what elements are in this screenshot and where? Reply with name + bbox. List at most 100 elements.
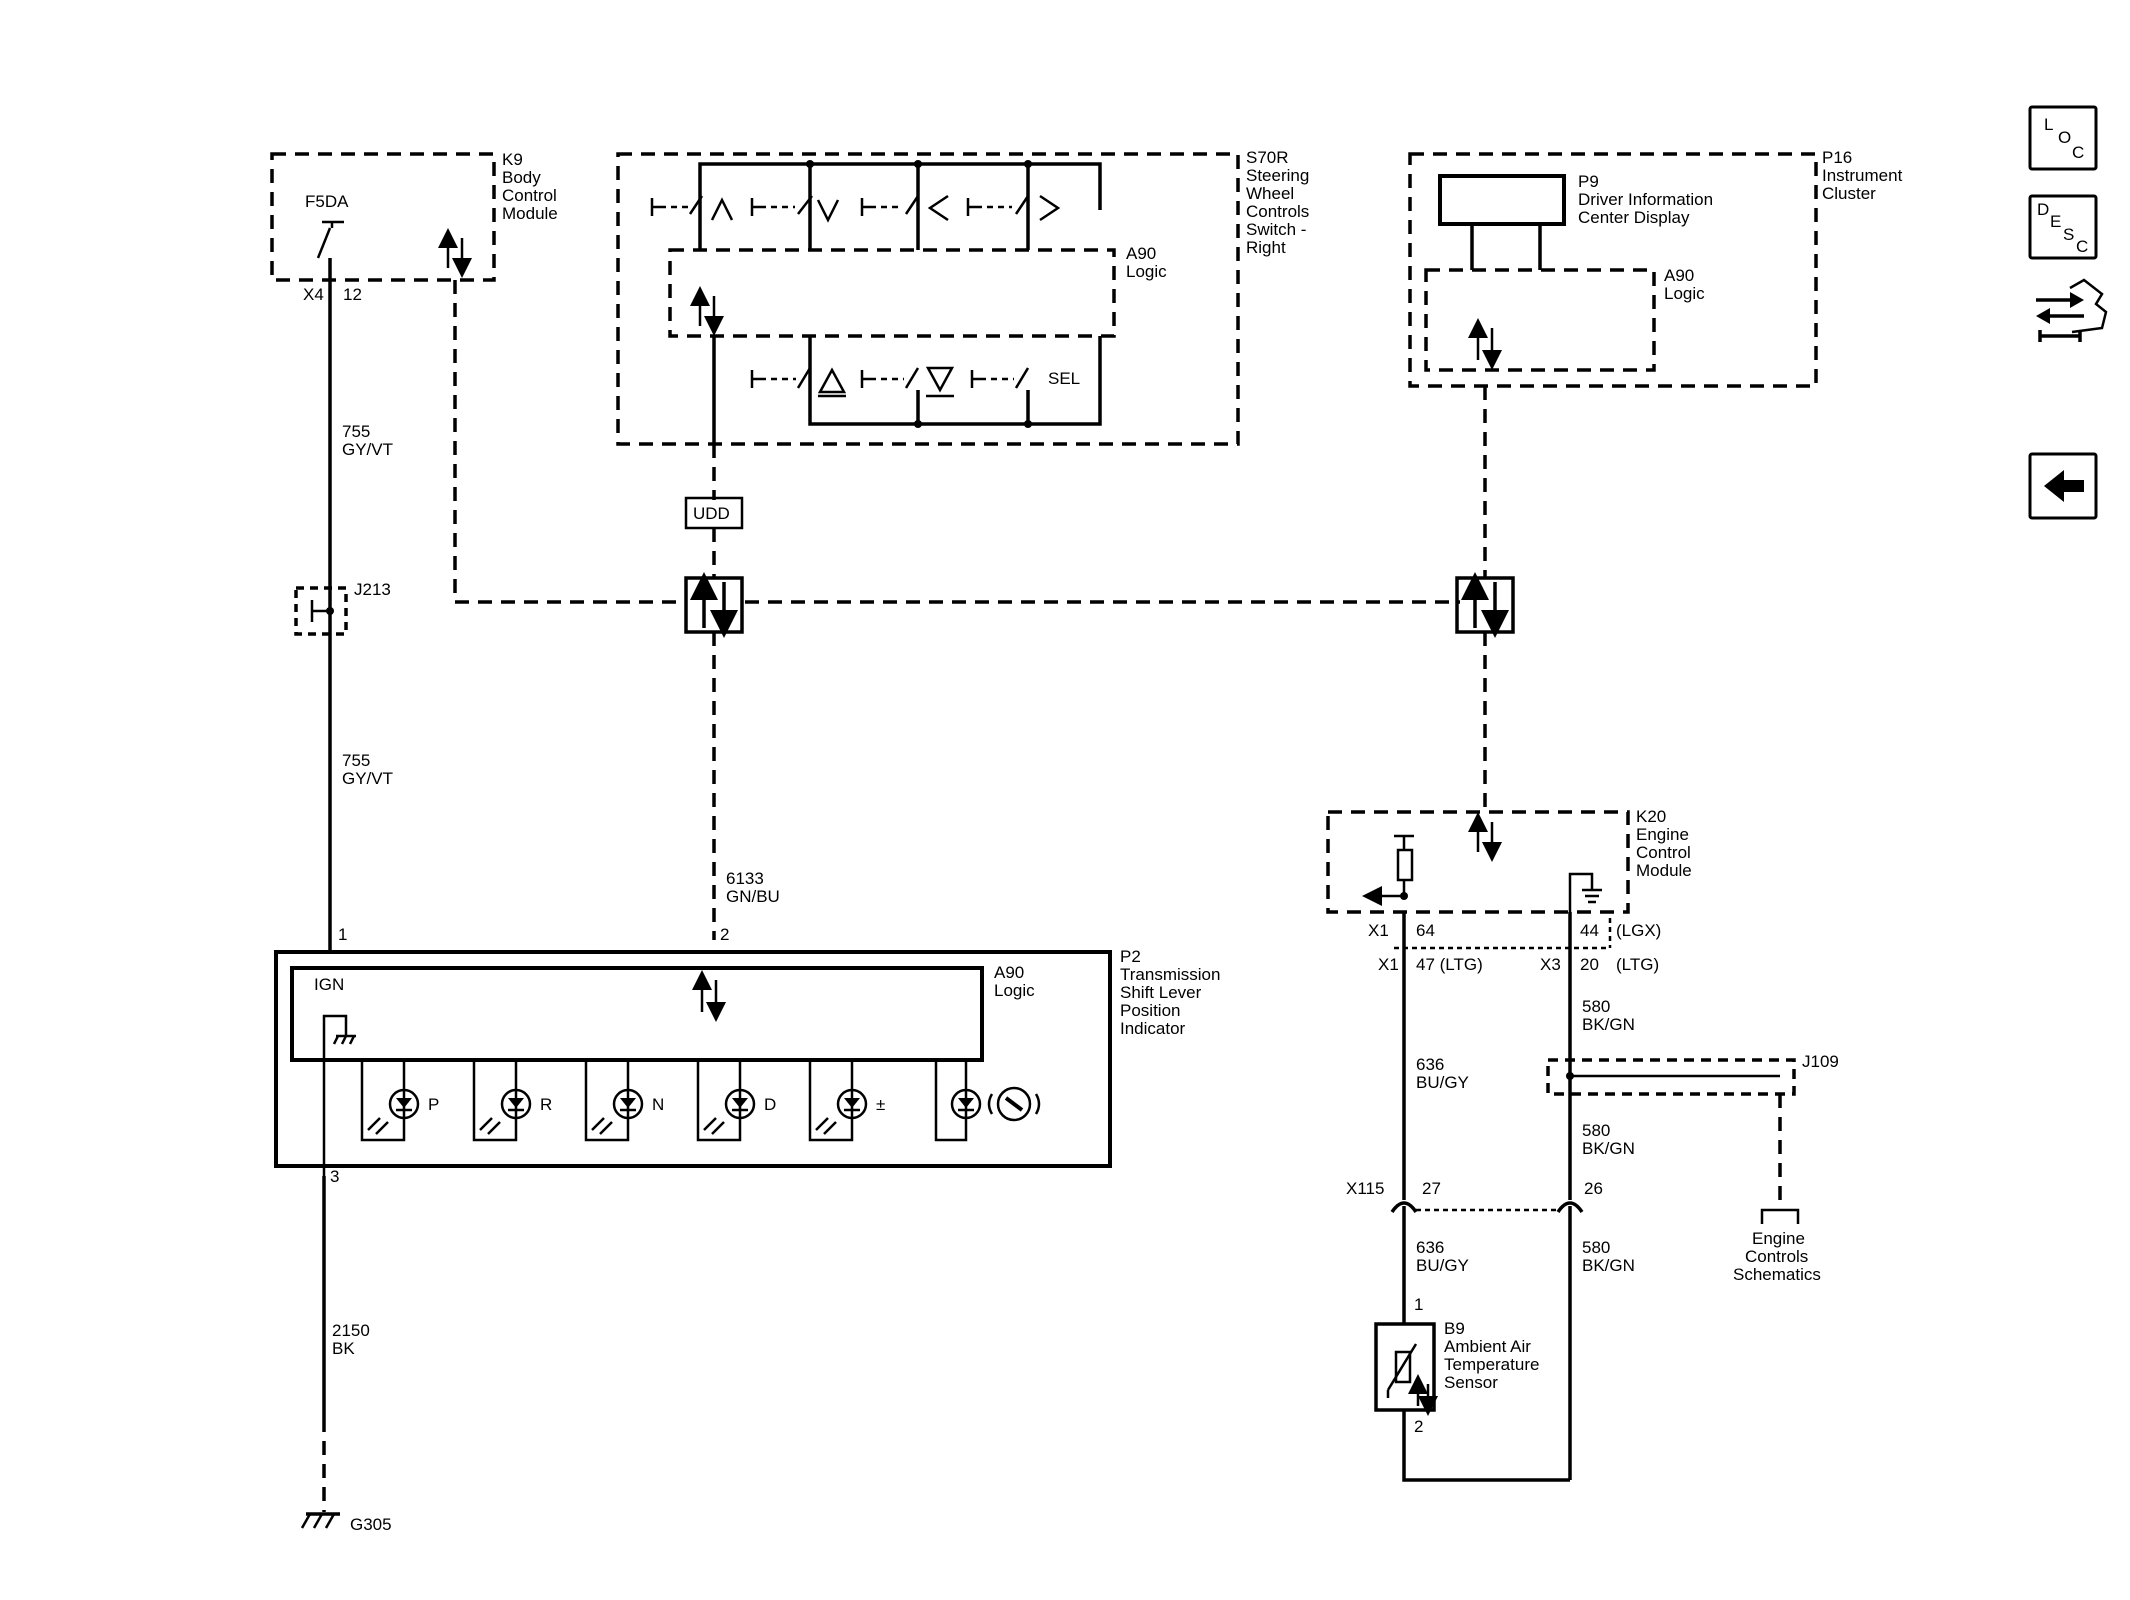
svg-text:2: 2	[1414, 1417, 1423, 1436]
led-label: R	[540, 1095, 552, 1114]
svg-text:BK: BK	[332, 1339, 355, 1358]
led-indicator-1: P	[360, 1060, 439, 1142]
serial-data-icon	[1468, 318, 1502, 370]
svg-text:44: 44	[1580, 921, 1599, 940]
serial-data-icon	[1468, 812, 1502, 862]
k20-engine-control-module: K20 Engine Control Module	[1326, 807, 1692, 914]
svg-text:S: S	[2063, 225, 2074, 244]
svg-text:Control: Control	[1636, 843, 1691, 862]
ground-icon	[1568, 872, 1602, 912]
ground-g305-icon: G305	[300, 1512, 392, 1534]
p2-shift-lever-position-indicator: P2 Transmission Shift Lever Position Ind…	[274, 925, 1220, 1176]
svg-text:UDD: UDD	[693, 504, 730, 523]
udd-label-box: UDD	[684, 496, 744, 530]
svg-text:Module: Module	[1636, 861, 1692, 880]
svg-text:Logic: Logic	[1664, 284, 1705, 303]
led-indicator-2: R	[472, 1060, 552, 1142]
svg-text:A90: A90	[1664, 266, 1694, 285]
svg-text:580: 580	[1582, 997, 1610, 1016]
connector-tool-icon[interactable]	[2036, 278, 2108, 342]
svg-text:Controls: Controls	[1745, 1247, 1808, 1266]
svg-text:(LTG): (LTG)	[1616, 955, 1659, 974]
serial-data-junction-left	[684, 572, 744, 638]
svg-text:Ambient Air: Ambient Air	[1444, 1337, 1531, 1356]
svg-text:C: C	[2076, 237, 2088, 256]
led-label: ±	[876, 1095, 885, 1114]
svg-text:6133: 6133	[726, 869, 764, 888]
svg-text:BK/GN: BK/GN	[1582, 1015, 1635, 1034]
svg-text:GN/BU: GN/BU	[726, 887, 780, 906]
svg-text:580: 580	[1582, 1121, 1610, 1140]
svg-text:X115: X115	[1346, 1179, 1384, 1198]
p16-instrument-cluster: P16 Instrument Cluster P9 Driver Informa…	[1408, 148, 1903, 388]
switch-down-icon	[750, 195, 840, 223]
svg-text:X4: X4	[303, 285, 324, 304]
svg-text:Engine: Engine	[1636, 825, 1689, 844]
svg-text:12: 12	[343, 285, 362, 304]
svg-text:Cluster: Cluster	[1822, 184, 1876, 203]
serial-data-icon	[690, 286, 724, 336]
loc-button[interactable]: L O C	[2028, 105, 2098, 171]
svg-text:Switch -: Switch -	[1246, 220, 1306, 239]
svg-text:Body: Body	[502, 168, 541, 187]
led-indicator-5: ±	[808, 1060, 885, 1142]
svg-text:755: 755	[342, 751, 370, 770]
svg-text:1: 1	[1414, 1295, 1423, 1314]
k9-id: K9	[502, 150, 523, 169]
svg-text:B9: B9	[1444, 1319, 1465, 1338]
switch-volume-down-icon	[860, 366, 955, 398]
svg-text:C: C	[2072, 143, 2084, 162]
switch-volume-up-icon	[750, 367, 847, 398]
svg-text:Wheel: Wheel	[1246, 184, 1294, 203]
svg-text:Logic: Logic	[994, 981, 1035, 1000]
desc-button[interactable]: D E S C	[2028, 194, 2098, 260]
svg-text:26: 26	[1584, 1179, 1603, 1198]
svg-text:P9: P9	[1578, 172, 1599, 191]
svg-text:Indicator: Indicator	[1120, 1019, 1186, 1038]
switch-up-icon	[650, 195, 734, 221]
svg-text:O: O	[2058, 128, 2071, 147]
engine-controls-schematics-link[interactable]: Engine Controls Schematics	[1733, 1208, 1821, 1284]
svg-text:P2: P2	[1120, 947, 1141, 966]
serial-data-icon	[438, 228, 472, 278]
svg-text:G305: G305	[350, 1515, 392, 1534]
switch-right-icon	[966, 194, 1061, 222]
svg-text:Instrument: Instrument	[1822, 166, 1903, 185]
svg-text:K20: K20	[1636, 807, 1666, 826]
svg-text:2150: 2150	[332, 1321, 370, 1340]
svg-text:BU/GY: BU/GY	[1416, 1073, 1469, 1092]
svg-text:47 (LTG): 47 (LTG)	[1416, 955, 1483, 974]
svg-text:D: D	[2037, 200, 2049, 219]
svg-text:Schematics: Schematics	[1733, 1265, 1821, 1284]
svg-text:Controls: Controls	[1246, 202, 1309, 221]
svg-text:Module: Module	[502, 204, 558, 223]
svg-text:Center Display: Center Display	[1578, 208, 1690, 227]
svg-text:BK/GN: BK/GN	[1582, 1139, 1635, 1158]
k20-connector-pins: X1 64 44 (LGX) X1 47 (LTG) X3 20 (LTG)	[1368, 918, 1661, 974]
svg-text:(LGX): (LGX)	[1616, 921, 1661, 940]
svg-text:X1: X1	[1368, 921, 1389, 940]
j213-splice: J213	[294, 580, 391, 636]
s70r-steering-wheel-controls: S70R Steering Wheel Controls Switch - Ri…	[616, 148, 1309, 446]
svg-text:J213: J213	[354, 580, 391, 599]
svg-text:Right: Right	[1246, 238, 1286, 257]
svg-text:Position: Position	[1120, 1001, 1180, 1020]
svg-text:BU/GY: BU/GY	[1416, 1256, 1469, 1275]
svg-text:64: 64	[1416, 921, 1435, 940]
svg-text:X1: X1	[1378, 955, 1399, 974]
svg-text:SEL: SEL	[1048, 369, 1080, 388]
serial-data-junction-right	[1455, 572, 1515, 638]
svg-text:IGN: IGN	[314, 975, 344, 994]
led-indicator-4: D	[696, 1060, 776, 1142]
led-label: N	[652, 1095, 664, 1114]
back-button[interactable]	[2028, 452, 2098, 520]
b9-ambient-air-temperature-sensor: 1 B9 Ambient Air Temperature Sensor 2	[1374, 1295, 1539, 1436]
wire-755-num: 755	[342, 422, 370, 441]
svg-text:1: 1	[338, 925, 347, 944]
left-arrow-icon	[2044, 470, 2084, 502]
svg-text:Logic: Logic	[1126, 262, 1167, 281]
svg-text:Transmission: Transmission	[1120, 965, 1220, 984]
svg-text:580: 580	[1582, 1238, 1610, 1257]
j109-splice: J109	[1546, 1052, 1839, 1210]
